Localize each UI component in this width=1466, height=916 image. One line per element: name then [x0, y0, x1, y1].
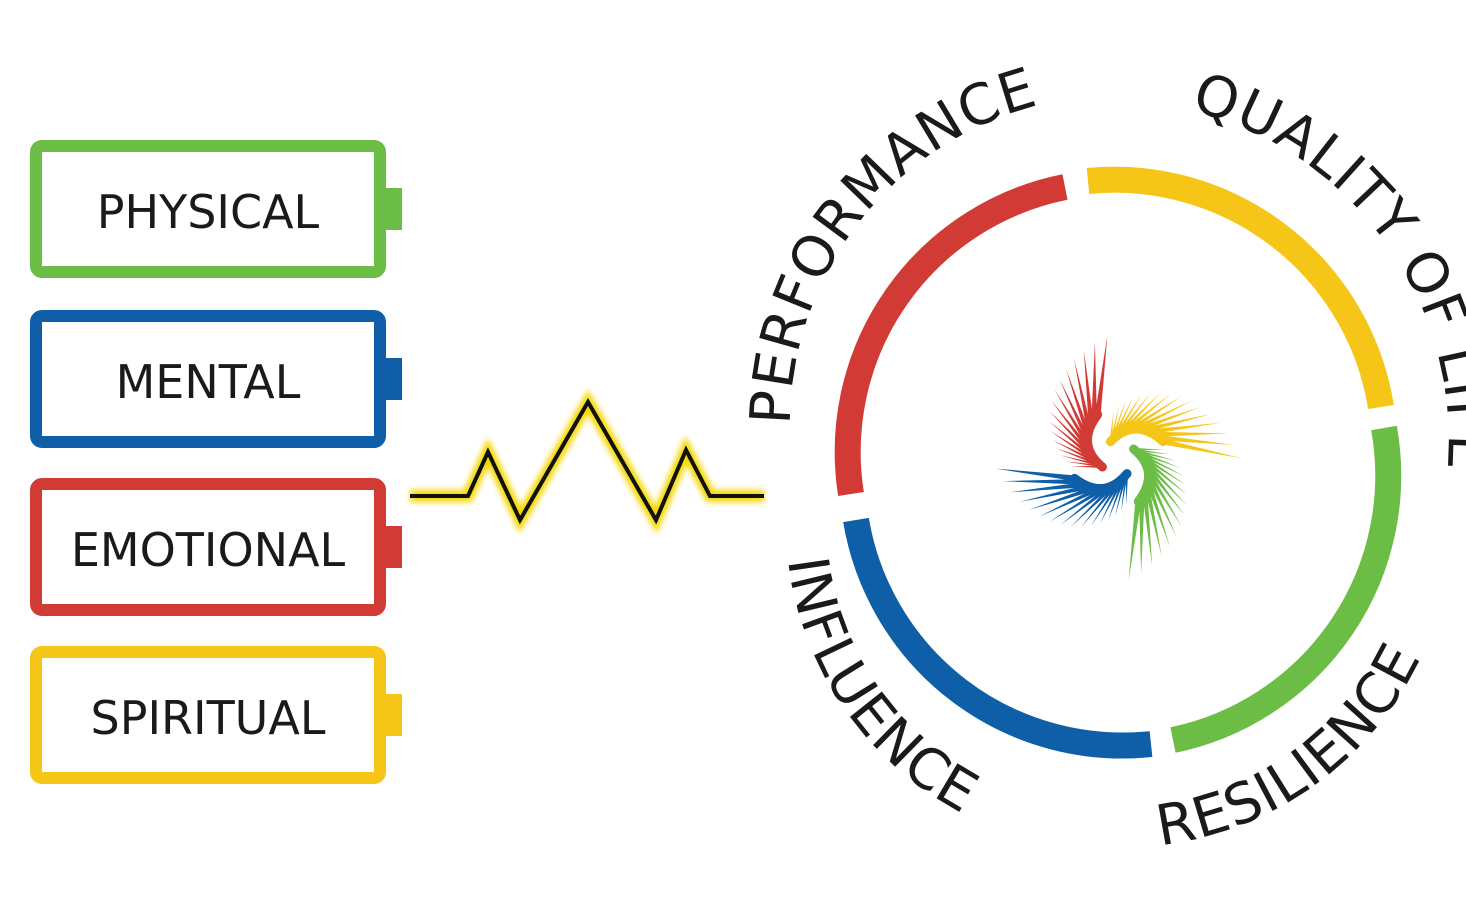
burst-spike [1153, 431, 1229, 437]
burst-spike [1070, 465, 1104, 469]
burst-arm [1105, 424, 1168, 447]
burst-spike [1039, 488, 1100, 517]
burst-spike [1066, 369, 1090, 435]
burst-spike [1071, 488, 1113, 527]
burst-spike [1132, 447, 1166, 451]
burst-spike [1081, 487, 1116, 527]
burst-spike [1141, 451, 1181, 468]
burst-spike [1049, 411, 1088, 453]
burst-spike [995, 468, 1077, 482]
burst-arm [1070, 469, 1132, 494]
energy-wave [410, 389, 764, 534]
burst-spike [1083, 350, 1094, 426]
ring-segment-performance [834, 174, 1068, 497]
battery-mental-label: MENTAL [116, 355, 301, 409]
burst-spike [1029, 486, 1095, 510]
burst-spike [1125, 472, 1129, 506]
burst-arm [1082, 409, 1107, 472]
burst-spike [1019, 484, 1090, 502]
burst-spike [1161, 438, 1241, 459]
battery-spiritual: SPIRITUAL [30, 646, 402, 784]
burst-spike [1108, 481, 1125, 521]
battery-emotional-label: EMOTIONAL [71, 523, 346, 577]
battery-mental-terminal [380, 358, 402, 400]
burst-spike [1122, 392, 1161, 430]
burst-spike [1094, 335, 1108, 417]
battery-spiritual-terminal [380, 694, 402, 736]
burst-spike [1050, 430, 1091, 460]
burst-spike [1065, 461, 1101, 468]
burst-spike [1142, 490, 1153, 566]
burst-spike [1143, 454, 1184, 477]
burst-spike [1049, 421, 1089, 456]
ring-label-performance-path: PERFORMANCE [739, 56, 1043, 426]
burst-spike [1054, 389, 1088, 444]
battery-physical-label: PHYSICAL [97, 185, 320, 239]
burst-spike [1060, 488, 1109, 525]
burst-spike [1148, 467, 1185, 516]
burst-spike [1147, 460, 1187, 495]
burst-spike [1074, 359, 1092, 430]
burst-spike [1002, 479, 1081, 485]
burst-spike [1111, 400, 1126, 437]
battery-emotional: EMOTIONAL [30, 478, 402, 616]
battery-emotional-terminal [380, 526, 402, 568]
burst-spike [1091, 342, 1097, 421]
burst-spike [1128, 499, 1142, 581]
burst-spike [1126, 393, 1171, 429]
burst-spike [1148, 472, 1182, 527]
burst-spike [1121, 475, 1128, 511]
burst-spike [1010, 482, 1086, 493]
burst-spike [1138, 449, 1176, 461]
energy-wave-glow [410, 389, 764, 534]
burst-spike [1052, 439, 1093, 462]
burst-spike [1134, 400, 1192, 429]
burst-spike [1059, 379, 1088, 440]
burst-spike [1049, 488, 1104, 522]
burst-spike [1139, 406, 1202, 430]
burst-spike [1144, 486, 1162, 557]
burst-spike [1135, 448, 1171, 455]
outcome-ring [834, 166, 1402, 759]
burst-spike [1148, 476, 1177, 537]
battery-spiritual-label: SPIRITUAL [91, 691, 326, 745]
battery-mental: MENTAL [30, 310, 402, 448]
burst-spike [1119, 392, 1151, 431]
burst-spike [1055, 448, 1095, 465]
ring-segment-influence [843, 517, 1153, 759]
energy-wave-line [410, 397, 764, 525]
burst-arm [1129, 444, 1154, 507]
burst-spike [1090, 485, 1120, 526]
battery-physical-terminal [380, 188, 402, 230]
battery-physical: PHYSICAL [30, 140, 402, 278]
burst-spike [1113, 396, 1134, 435]
burst-spike [1146, 481, 1170, 547]
ring-segment-resilience [1170, 425, 1402, 753]
burst-spike [1157, 434, 1236, 446]
burst-spike [1139, 495, 1145, 574]
burst-spike [1130, 396, 1182, 429]
burst-spike [1060, 455, 1098, 467]
burst-spike [1110, 405, 1120, 440]
burst-spike [1116, 394, 1142, 433]
burst-spike [1148, 422, 1221, 434]
burst-spike [1109, 410, 1114, 443]
swirl-burst-logo [995, 335, 1241, 581]
ring-segment-quality-of-life [1086, 166, 1394, 410]
ring-label-performance: PERFORMANCE [739, 56, 1044, 426]
burst-spike [1145, 456, 1186, 486]
burst-spike [1148, 463, 1187, 505]
burst-spike [1144, 414, 1212, 432]
burst-spike [1115, 478, 1127, 516]
burst-spike [1099, 483, 1122, 524]
burst-spike [1051, 400, 1088, 449]
